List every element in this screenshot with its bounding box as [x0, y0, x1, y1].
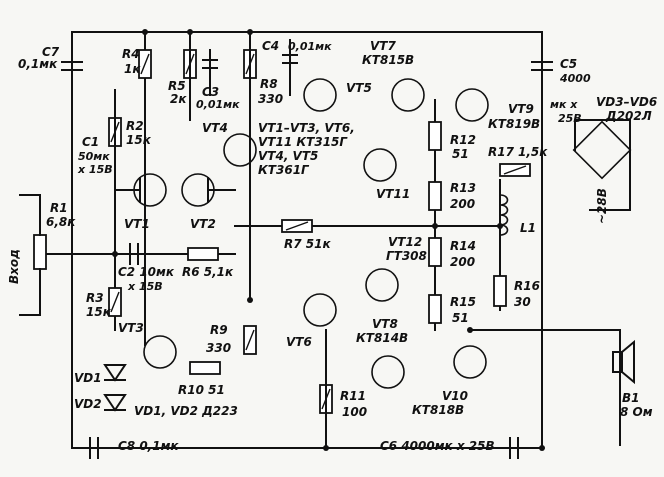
vt2-label: VT2 — [190, 217, 216, 231]
r8-value: 330 — [258, 92, 284, 106]
c5-value-3: 25В — [558, 112, 582, 125]
l1-label: L1 — [520, 221, 536, 235]
r5-value: 2к — [170, 92, 187, 106]
r13-label: R13 — [450, 181, 476, 195]
c7-label: C7 — [42, 45, 60, 59]
c1-value-2: х 15В — [78, 163, 113, 176]
vt4-label: VT4 — [202, 121, 228, 135]
r12-label: R12 — [450, 133, 476, 147]
c5-label: C5 — [560, 57, 578, 71]
vt11-label: VT11 — [376, 187, 411, 201]
bridge-label: VD3–VD6 — [596, 95, 658, 109]
c1-label: C1 — [82, 135, 100, 149]
vd1-label: VD1 — [74, 371, 102, 385]
c3-label: C3 — [202, 85, 220, 99]
c5-value-1: 4000 — [560, 72, 591, 85]
r17-label: R17 — [488, 145, 514, 159]
c1-value-1: 50мк — [78, 150, 110, 163]
group-note-4: КТ361Г — [258, 163, 309, 177]
bridge-type: Д202Л — [606, 109, 652, 123]
vt1-label: VT1 — [124, 217, 150, 231]
r15-value: 51 — [452, 311, 469, 325]
r16-label: R16 — [514, 279, 540, 293]
r9-value: 330 — [206, 341, 232, 355]
r7-label: R7 51к — [284, 237, 331, 251]
vd12-note: VD1, VD2 Д223 — [134, 404, 238, 418]
r2-value: 15к — [126, 133, 151, 147]
b1-value: 8 Ом — [620, 405, 653, 419]
vt8-type: КТ814В — [356, 331, 409, 345]
vt5-label: VT5 — [346, 81, 372, 95]
vt10-label: V10 — [442, 389, 468, 403]
r13-value: 200 — [450, 197, 476, 211]
vt9-label: VT9 — [508, 102, 534, 116]
input-label: Вход — [7, 249, 21, 284]
vt6-label: VT6 — [286, 335, 312, 349]
c6-label: C6 4000мк х 25В — [380, 439, 495, 453]
vt8-label: VT8 — [372, 317, 398, 331]
c4-value: 0,01мк — [288, 40, 332, 53]
r8-label: R8 — [260, 77, 278, 91]
group-note-3: VT4, VT5 — [258, 149, 319, 163]
b1-label: B1 — [622, 391, 640, 405]
r11-value: 100 — [342, 405, 368, 419]
r1-label: R1 — [50, 201, 68, 215]
ac-voltage-label: ~28В — [595, 188, 609, 224]
r11-label: R11 — [340, 389, 366, 403]
r1-value: 6,8к — [46, 215, 76, 229]
c7-value: 0,1мк — [18, 57, 58, 71]
r14-value: 200 — [450, 255, 476, 269]
vd2-label: VD2 — [74, 397, 102, 411]
r15-label: R15 — [450, 295, 476, 309]
c2-value: х 15В — [128, 280, 163, 293]
vt10-type: КТ818В — [412, 403, 465, 417]
c4-label: C4 — [262, 39, 280, 53]
r10-label: R10 51 — [178, 383, 225, 397]
r14-label: R14 — [450, 239, 476, 253]
vt7-label: VT7 — [370, 39, 396, 53]
r5-label: R5 — [168, 79, 186, 93]
r12-value: 51 — [452, 147, 469, 161]
r6-label: R6 5,1к — [182, 265, 234, 279]
r16-value: 30 — [514, 295, 531, 309]
vt9-type: КТ819В — [488, 117, 541, 131]
r4-label: R4 — [122, 47, 140, 61]
r4-value: 1к — [124, 62, 141, 76]
r2-label: R2 — [126, 119, 144, 133]
vt12-type: ГТ308 — [386, 249, 427, 263]
c2-label: C2 10мк — [118, 265, 174, 279]
group-note-2: VT11 КТ315Г — [258, 135, 348, 149]
r3-value: 15к — [86, 305, 111, 319]
c5-value-2: мк х — [550, 98, 578, 111]
r9-label: R9 — [210, 323, 228, 337]
group-note-1: VT1–VT3, VT6, — [258, 121, 355, 135]
r17-value: 1,5к — [518, 145, 548, 159]
vt3-label: VT3 — [118, 321, 144, 335]
vt7-type: КТ815В — [362, 53, 415, 67]
c8-label: C8 0,1мк — [118, 439, 179, 453]
vt12-label: VT12 — [388, 235, 423, 249]
r3-label: R3 — [86, 291, 104, 305]
c3-value: 0,01мк — [196, 98, 240, 111]
